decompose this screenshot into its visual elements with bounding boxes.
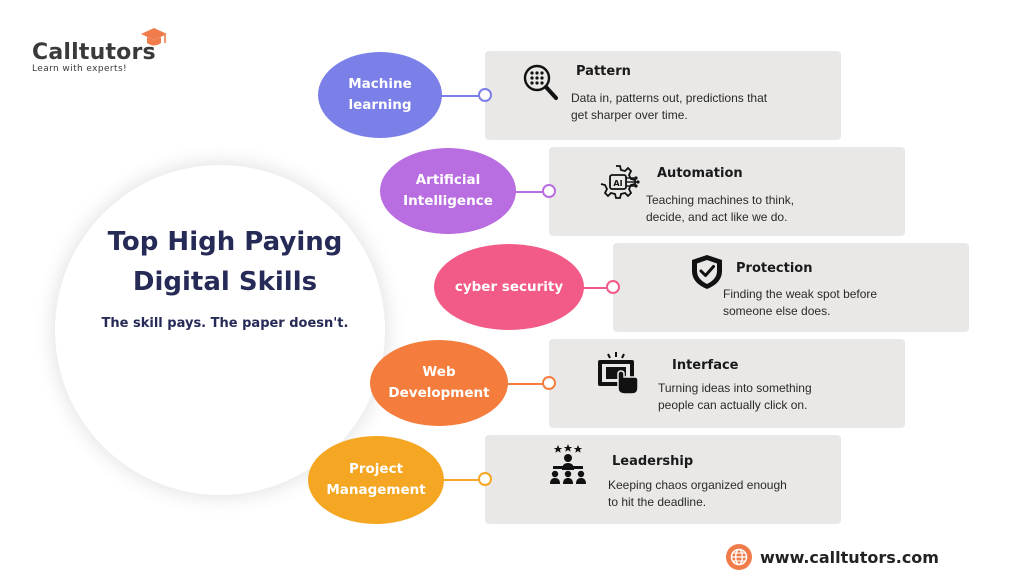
touch-screen-icon <box>598 352 639 395</box>
graduation-cap-icon <box>141 28 167 46</box>
description-line: someone else does. <box>723 304 831 318</box>
title-circle <box>55 165 385 495</box>
skill-card-description: Finding the weak spot before someone els… <box>723 286 877 320</box>
skill-card-description: Teaching machines to think, decide, and … <box>646 192 794 226</box>
ai-chip-gear-icon: AI <box>600 165 640 199</box>
connector-dot <box>606 280 620 294</box>
description-line: to hit the deadline. <box>608 495 707 509</box>
shield-check-icon <box>692 255 722 289</box>
skill-label-line: Development <box>388 385 490 401</box>
skill-card-artificial-intelligence <box>549 147 905 236</box>
globe-icon <box>726 544 752 570</box>
skill-card-project-management <box>485 435 841 524</box>
skill-label-line: Management <box>326 482 426 498</box>
connector-line <box>505 191 545 193</box>
skill-oval-cyber-security: cyber security <box>434 244 584 330</box>
search-pattern-icon <box>523 64 558 100</box>
skill-label-line: learning <box>348 97 412 113</box>
skill-card-title: Pattern <box>576 64 631 79</box>
skill-label-line: Machine <box>348 76 412 92</box>
title-line-2: Digital Skills <box>132 267 318 297</box>
skill-card-machine-learning <box>485 51 841 140</box>
skill-card-title: Leadership <box>612 454 694 469</box>
footer: www.calltutors.com <box>726 544 939 570</box>
skill-card-description: Data in, patterns out, predictions that … <box>571 90 767 124</box>
subtitle: The skill pays. The paper doesn't. <box>101 316 349 331</box>
svg-text:AI: AI <box>613 179 622 188</box>
description-line: people can actually click on. <box>658 398 808 412</box>
connector-line <box>500 383 545 385</box>
skill-label-line: Intelligence <box>403 193 493 209</box>
description-line: get sharper over time. <box>571 108 688 122</box>
description-line: Keeping chaos organized enough <box>608 478 787 492</box>
skill-card-title: Interface <box>672 358 739 373</box>
skill-card-description: Turning ideas into something people can … <box>658 380 812 414</box>
connector-line <box>430 95 480 97</box>
logo-tagline: Learn with experts! <box>32 64 128 74</box>
description-line: Teaching machines to think, <box>646 193 795 207</box>
skill-label-line: cyber security <box>454 278 564 295</box>
connector-dot <box>478 472 492 486</box>
skill-oval-machine-learning: Machine learning <box>318 52 442 138</box>
connector-line <box>575 287 609 289</box>
connector-dot <box>542 184 556 198</box>
page-title: Top High Paying Digital Skills <box>75 222 375 302</box>
skill-label-line: Web <box>422 364 456 380</box>
skill-card-title: Protection <box>736 261 813 276</box>
description-line: decide, and act like we do. <box>646 210 788 224</box>
description-line: Data in, patterns out, predictions that <box>571 91 768 105</box>
description-line: Finding the weak spot before <box>723 287 878 301</box>
skill-card-description: Keeping chaos organized enough to hit th… <box>608 477 787 511</box>
logo: Calltutors Learn with experts! <box>32 28 167 74</box>
description-line: Turning ideas into something <box>658 381 812 395</box>
skill-card-cyber-security <box>613 243 969 332</box>
team-leader-icon <box>550 444 586 484</box>
skill-card-title: Automation <box>657 166 743 181</box>
title-line-1: Top High Paying <box>107 227 343 257</box>
skill-label-line: Artificial <box>415 172 481 188</box>
website-link[interactable]: www.calltutors.com <box>760 547 939 567</box>
connector-dot <box>478 88 492 102</box>
logo-name: Calltutors <box>32 40 156 65</box>
connector-dot <box>542 376 556 390</box>
skill-label-line: Project <box>348 461 404 477</box>
connector-line <box>435 479 481 481</box>
